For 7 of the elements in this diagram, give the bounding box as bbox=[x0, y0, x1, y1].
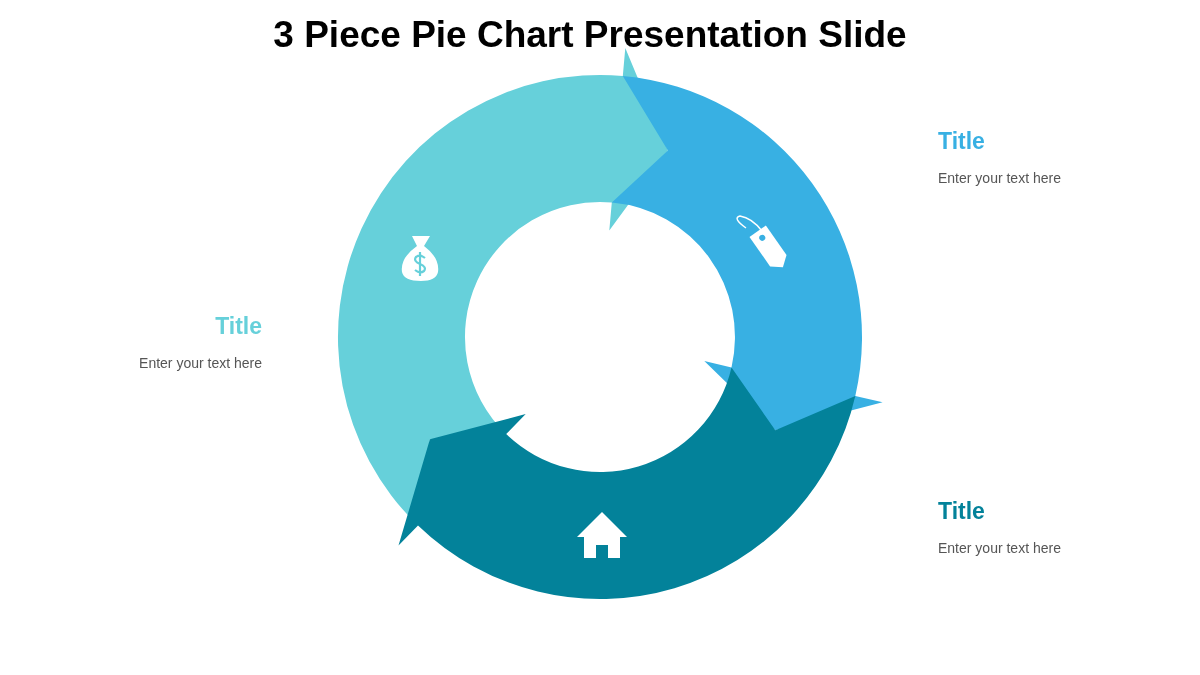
body-text: Enter your text here bbox=[139, 355, 262, 371]
section-heading: Title bbox=[215, 313, 262, 340]
section-heading: Title bbox=[938, 498, 985, 525]
body-text: Enter your text here bbox=[938, 170, 1061, 186]
section-heading: Title bbox=[938, 128, 985, 155]
slide-title: 3 Piece Pie Chart Presentation Slide bbox=[272, 14, 908, 56]
body-text: Enter your text here bbox=[938, 540, 1061, 556]
